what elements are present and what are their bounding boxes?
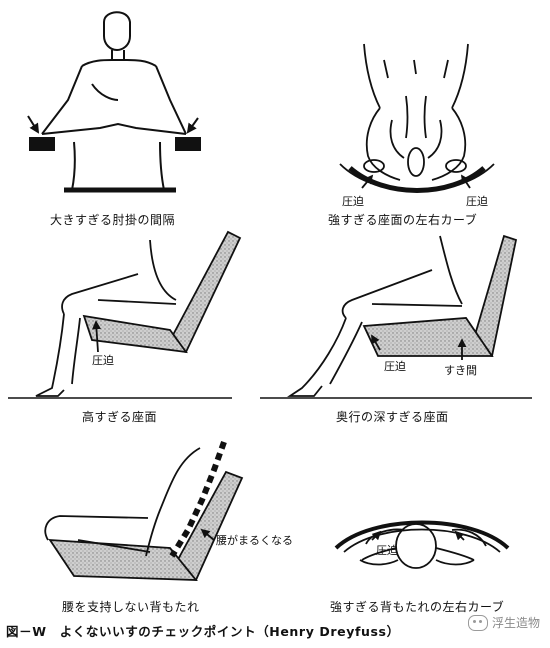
caption-armrest-width: 大きすぎる肘掛の間隔 [50,213,176,227]
watermark: 浮生造物 [467,614,540,631]
panel-armrest-width-illustration [27,11,201,193]
panel-seat-curve-illustration [339,43,495,193]
caption-seat-depth: 奥行の深すぎる座面 [336,410,449,424]
panel-seat-depth-illustration [260,234,532,399]
caption-seat-curve: 強すぎる座面の左右カーブ [328,213,478,227]
panel-backrest-curve-illustration [334,520,510,569]
label-pressure-thigh: 圧迫 [92,354,114,367]
caption-backrest-curve: 強すぎる背もたれの左右カーブ [330,600,505,614]
figure-title: 図－W よくないいすのチェックポイント（Henry Dreyfuss） [6,624,400,639]
caption-lumbar-support: 腰を支持しない背もたれ [62,600,200,614]
label-back-rounds: 腰がまるくなる [216,534,293,547]
panel-seat-height-illustration [8,230,242,399]
label-pressure-left: 圧迫 [342,195,364,208]
label-pressure-knee: 圧迫 [384,360,406,373]
watermark-text: 浮生造物 [491,616,540,630]
caption-seat-height: 高すぎる座面 [82,410,158,424]
wechat-icon [467,614,488,631]
label-gap: すき間 [444,364,477,377]
label-pressure-right: 圧迫 [466,195,488,208]
panel-lumbar-support-illustration [44,440,244,582]
label-pressure-back: 圧迫 [376,544,398,557]
